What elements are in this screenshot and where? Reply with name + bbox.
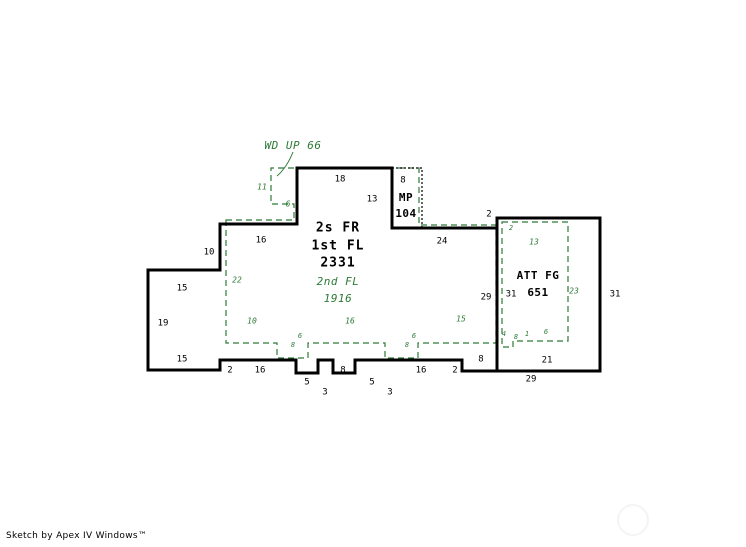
grn-gar-1: 1 <box>525 330 529 338</box>
dim-left-15-bot: 15 <box>177 355 188 365</box>
grn-deck-11: 11 <box>257 183 267 192</box>
dim-mid-29: 29 <box>481 293 492 303</box>
dim-gar-31-left: 31 <box>506 290 517 300</box>
grn-gar-23: 23 <box>569 287 579 296</box>
main-floor1-area: 2331 <box>320 256 355 271</box>
garage-label: ATT FG <box>517 269 560 282</box>
main-floor2-area: 1916 <box>324 292 353 305</box>
grn-mid-16: 16 <box>345 317 355 326</box>
dim-bot-3-left: 3 <box>322 388 327 398</box>
grn-bump1-8: 8 <box>291 341 295 349</box>
dim-bot-8: 8 <box>340 366 345 376</box>
dim-gar-29: 29 <box>526 375 537 385</box>
mud-porch-label: MP <box>399 191 413 204</box>
mud-porch-area: 104 <box>395 207 416 220</box>
dim-gar-21: 21 <box>542 356 553 366</box>
building-perimeter <box>146 166 602 375</box>
grn-left-10: 10 <box>247 317 257 326</box>
dim-mid-24: 24 <box>437 237 448 247</box>
grn-left-22: 22 <box>232 276 242 285</box>
watermark-circle <box>617 504 649 536</box>
grn-right-15: 15 <box>456 315 466 324</box>
grn-gar-13: 13 <box>529 238 539 247</box>
garage-area: 651 <box>527 286 548 299</box>
dim-bot-5-left: 5 <box>304 378 309 388</box>
dim-mp-top-8: 8 <box>400 176 405 186</box>
dim-corner-2: 2 <box>486 210 491 220</box>
garage-interior-outline <box>501 221 569 348</box>
dim-bot-5-right: 5 <box>369 378 374 388</box>
dim-top-18: 18 <box>335 175 346 185</box>
grn-gar-6: 6 <box>544 328 548 336</box>
wood-deck-label: WD UP 66 <box>265 139 322 152</box>
second-floor-outline <box>225 167 497 359</box>
main-floor1-label: 1st FL <box>312 239 365 254</box>
dim-bot-2-left: 2 <box>227 366 232 376</box>
dim-gar-31-right: 31 <box>610 290 621 300</box>
sketch-credit-footer: Sketch by Apex IV Windows™ <box>6 531 148 541</box>
grn-bump2-6: 6 <box>412 332 416 340</box>
dim-bot-2-right: 2 <box>452 366 457 376</box>
dim-left-15-top: 15 <box>177 284 188 294</box>
main-floor2-label: 2nd FL <box>317 275 360 288</box>
dim-bot-16-right: 16 <box>416 366 427 376</box>
main-story-label: 2s FR <box>316 221 360 236</box>
dim-bot-3-right: 3 <box>387 388 392 398</box>
dim-left-10: 10 <box>204 248 215 258</box>
dim-right-13: 13 <box>367 195 378 205</box>
grn-gar-4: 4 <box>502 330 506 338</box>
grn-bump1-6: 6 <box>298 332 302 340</box>
grn-gar-2: 2 <box>509 224 513 232</box>
grn-deck-6: 6 <box>286 200 291 209</box>
grn-bump2-8: 8 <box>405 341 409 349</box>
deck-leader-line <box>276 151 294 177</box>
dim-bot-8-right: 8 <box>478 355 483 365</box>
grn-gar-8: 8 <box>514 333 518 341</box>
dim-left-19: 19 <box>158 319 169 329</box>
dim-left-16: 16 <box>256 236 267 246</box>
dim-bot-16-left: 16 <box>255 366 266 376</box>
